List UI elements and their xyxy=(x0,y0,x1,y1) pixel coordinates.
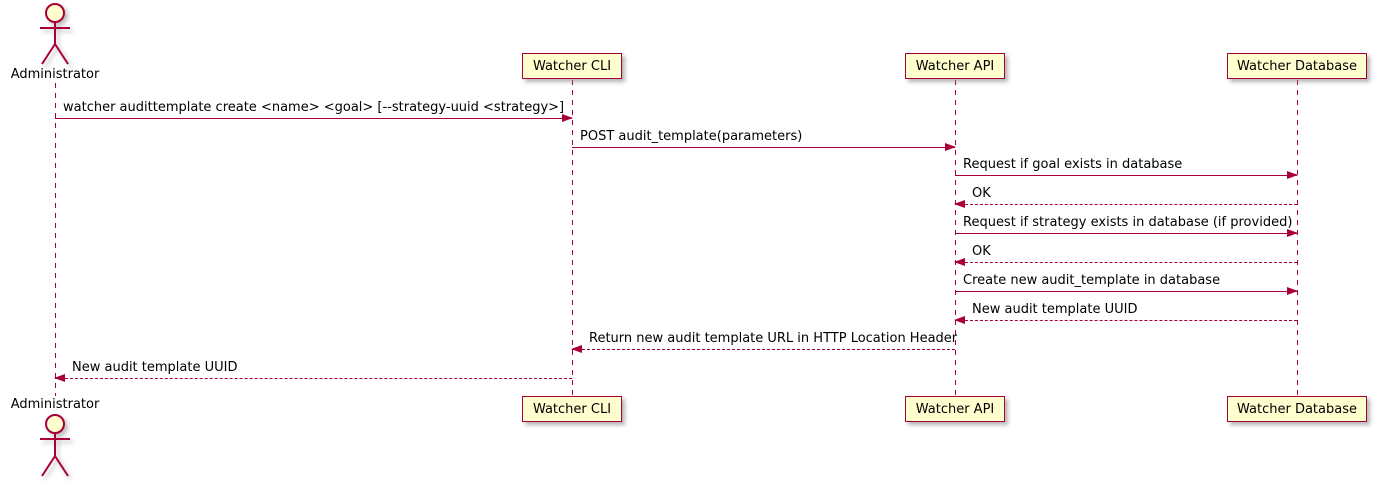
message-label: Request if strategy exists in database (… xyxy=(963,215,1293,230)
message-label: OK xyxy=(972,244,991,259)
actor-label-bottom: Administrator xyxy=(10,397,100,412)
message-line xyxy=(955,262,1297,263)
arrowhead-icon xyxy=(954,258,965,266)
message-label: New audit template UUID xyxy=(972,302,1138,317)
message-line xyxy=(955,320,1297,321)
message-label: Request if goal exists in database xyxy=(963,157,1183,172)
lifeline-watcher-database xyxy=(1297,80,1298,396)
lifeline-watcher-api xyxy=(955,80,956,396)
participant-watcher-api-bottom: Watcher API xyxy=(905,396,1005,422)
message-line xyxy=(55,378,572,379)
message-line xyxy=(955,233,1297,234)
message-line xyxy=(955,291,1297,292)
message-label: watcher audittemplate create <name> <goa… xyxy=(63,100,565,115)
arrowhead-icon xyxy=(562,114,573,122)
message-line xyxy=(955,175,1297,176)
arrowhead-icon xyxy=(54,374,65,382)
message-line xyxy=(955,204,1297,205)
message-label: New audit template UUID xyxy=(72,360,238,375)
actor-icon xyxy=(40,3,70,65)
message-label: Return new audit template URL in HTTP Lo… xyxy=(589,331,958,346)
arrowhead-icon xyxy=(954,200,965,208)
message-label: POST audit_template(parameters) xyxy=(580,129,803,144)
participant-watcher-api-top: Watcher API xyxy=(905,53,1005,79)
message-label: OK xyxy=(972,186,991,201)
arrowhead-icon xyxy=(1287,229,1298,237)
actor-label-top: Administrator xyxy=(10,67,100,82)
message-label: Create new audit_template in database xyxy=(963,273,1221,288)
participant-watcher-database-top: Watcher Database xyxy=(1227,53,1367,79)
lifeline-watcher-cli xyxy=(572,80,573,396)
arrowhead-icon xyxy=(945,143,956,151)
arrowhead-icon xyxy=(1287,287,1298,295)
message-line xyxy=(572,349,955,350)
message-line xyxy=(55,118,572,119)
participant-watcher-database-bottom: Watcher Database xyxy=(1227,396,1367,422)
arrowhead-icon xyxy=(571,345,582,353)
participant-watcher-cli-top: Watcher CLI xyxy=(522,53,622,79)
message-line xyxy=(572,147,955,148)
lifeline-administrator xyxy=(55,83,56,396)
arrowhead-icon xyxy=(954,316,965,324)
participant-watcher-cli-bottom: Watcher CLI xyxy=(522,396,622,422)
arrowhead-icon xyxy=(1287,171,1298,179)
actor-icon xyxy=(40,414,70,477)
